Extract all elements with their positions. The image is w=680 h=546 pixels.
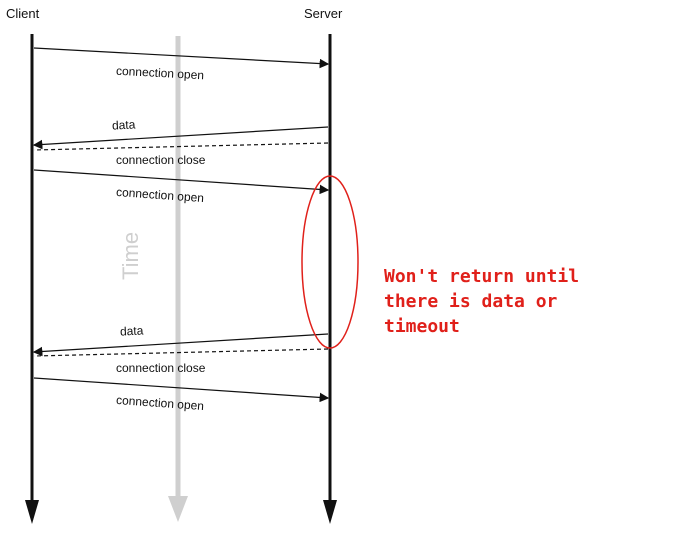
message-arrow (33, 348, 329, 357)
message-arrow (32, 126, 329, 150)
time-axis-label: Time (118, 231, 143, 280)
annotation-note: Won't return until there is data or time… (384, 264, 674, 339)
client-label: Client (6, 6, 40, 21)
server-label: Server (304, 6, 343, 21)
message-arrow (33, 142, 329, 151)
time-axis-arrowhead (168, 496, 188, 522)
annotation-line: there is data or (384, 291, 558, 312)
annotation-line: Won't return until (384, 266, 580, 287)
server-lifeline-arrowhead (323, 500, 337, 524)
message-label: data (111, 117, 136, 133)
message-label: data (119, 323, 144, 339)
message-arrow (32, 333, 329, 357)
message-label: connection close (116, 153, 206, 167)
client-lifeline-arrowhead (25, 500, 39, 524)
message-arrow (33, 47, 330, 69)
message-arrow (33, 377, 330, 403)
message-arrow (33, 169, 330, 195)
annotation-line: timeout (384, 316, 460, 337)
waiting-period-highlight (301, 175, 359, 349)
message-label: connection close (116, 361, 206, 375)
